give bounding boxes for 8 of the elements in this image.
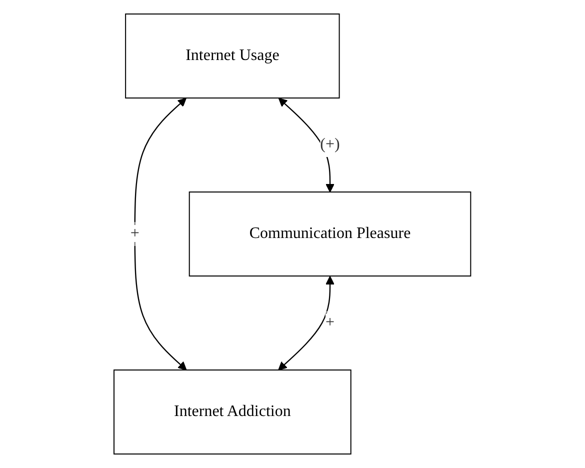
node-box: Internet Usage (125, 14, 340, 98)
node-box: Communication Pleasure (189, 192, 472, 276)
edge-label: (+) (320, 136, 340, 153)
arrow (134, 98, 187, 370)
arrow (278, 98, 335, 192)
edge-label: + (130, 225, 140, 242)
node-box: Internet Addiction (114, 370, 352, 454)
edge-label: + (326, 314, 335, 331)
